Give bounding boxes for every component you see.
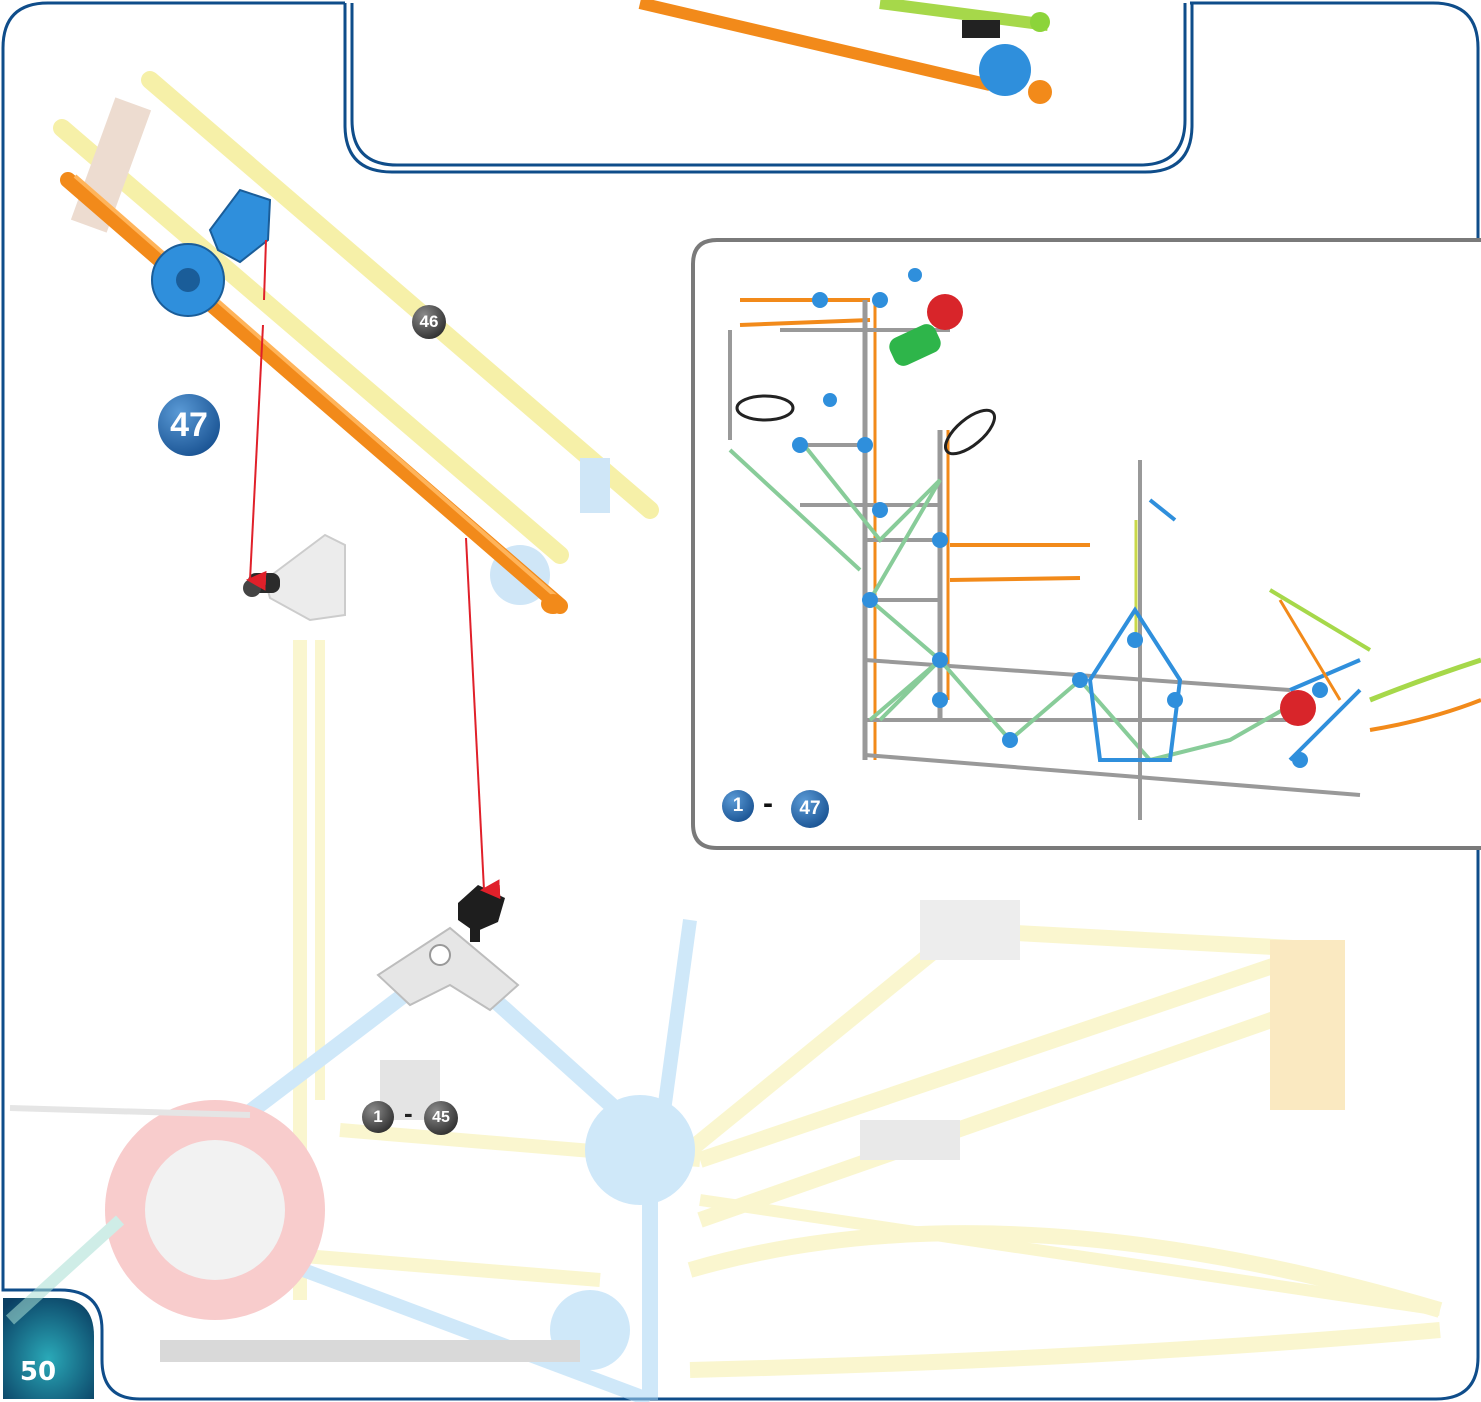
overview-model-thumbnail bbox=[728, 268, 1481, 820]
faded-model-background bbox=[5, 640, 1443, 1402]
context-range-dash: - bbox=[404, 1098, 413, 1128]
left-connector-target bbox=[243, 533, 346, 622]
step-number-badge bbox=[158, 394, 220, 456]
range-start-badge bbox=[722, 790, 754, 822]
page-number: 50 bbox=[19, 1357, 57, 1387]
previous-step-inset bbox=[638, 0, 1052, 104]
range-end-badge bbox=[791, 790, 829, 828]
black-clip-part bbox=[458, 885, 505, 942]
page-tab bbox=[3, 1298, 94, 1399]
context-start-badge bbox=[362, 1101, 394, 1133]
target-connector bbox=[376, 926, 520, 1012]
placement-arrows bbox=[246, 239, 501, 900]
substep-badge bbox=[412, 305, 446, 339]
overview-range-dash: - bbox=[763, 787, 773, 820]
blue-connectors bbox=[151, 188, 272, 317]
orange-rod bbox=[60, 172, 568, 614]
context-end-badge bbox=[424, 1101, 458, 1135]
